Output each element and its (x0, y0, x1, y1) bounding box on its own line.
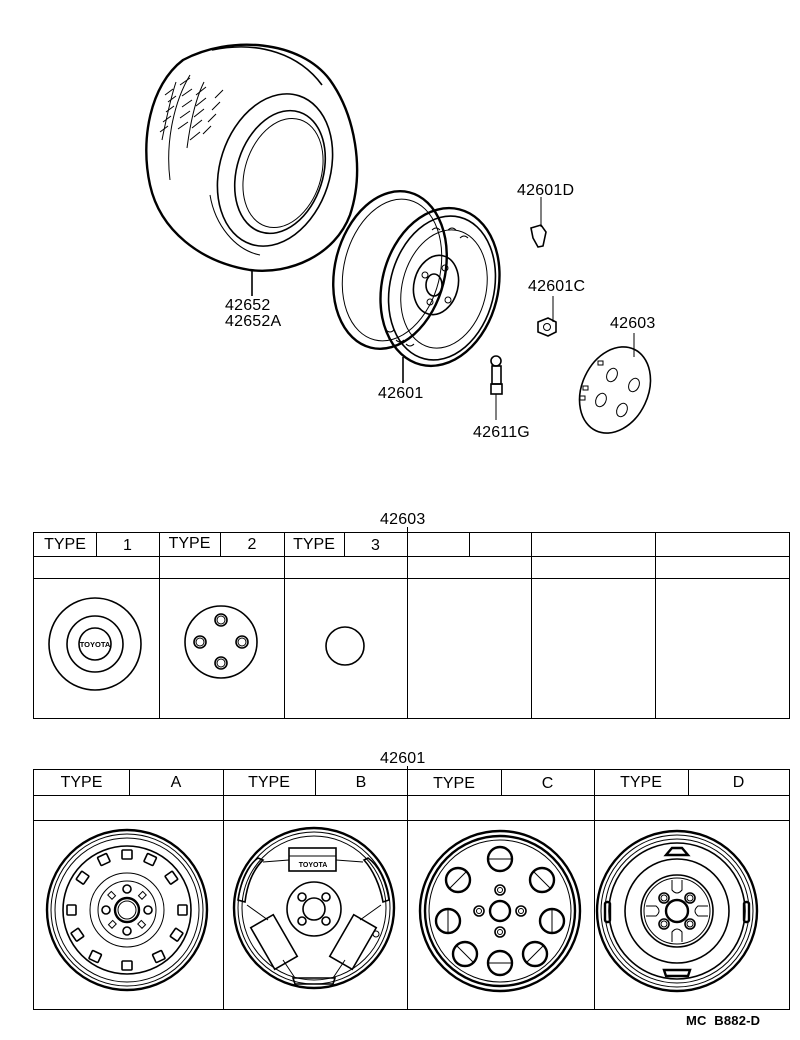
wheel-type-b-value: B (355, 774, 367, 791)
wheel-type-a-value: A (170, 774, 182, 791)
cap-col-divider-4 (531, 533, 532, 718)
wheel-type-c-label: TYPE (433, 775, 475, 792)
wheel-type-b-label: TYPE (248, 774, 290, 791)
cap-type-3-image (325, 626, 365, 666)
cap-hdr-split-1 (96, 533, 97, 556)
cap-hdr-split-4 (469, 533, 470, 556)
exploded-diagram: 42652 42652A 42601 42601D 42601C 42603 4… (0, 0, 800, 470)
cap-type-1-value: 1 (123, 537, 132, 554)
tire-illustration (145, 43, 652, 434)
cap-type-3-label: TYPE (293, 536, 335, 553)
wheel-type-c-image (418, 829, 582, 993)
cap-type-2-image (184, 605, 258, 679)
cap-type-2-value: 2 (247, 536, 257, 553)
callout-valve-stem: 42611G (473, 424, 530, 441)
wheel-table: TYPE A TYPE B TYPE C TYPE D (33, 769, 790, 1010)
wheel-table-rule-2 (34, 820, 789, 821)
cap-table-part-no: 42603 (380, 511, 426, 528)
cap-table-leader (407, 527, 408, 533)
wheel-col-divider-3 (594, 770, 595, 1009)
wheel-hdr-split-3 (501, 770, 502, 795)
callout-tire-alt: 42652A (225, 313, 282, 330)
svg-text:TOYOTA: TOYOTA (299, 862, 328, 869)
cap-type-1-image: TOYOTA (48, 597, 142, 691)
wheel-hdr-split-1 (129, 770, 130, 795)
cap-type-3-value: 3 (371, 537, 380, 554)
wheel-type-b-image: TOYOTA (232, 826, 396, 990)
wheel-col-divider-2 (407, 770, 408, 1009)
wheel-table-part-no: 42601 (380, 750, 426, 767)
cap-table-rule-2 (34, 578, 789, 579)
cap-col-divider-2 (284, 533, 285, 718)
cap-type-1-label: TYPE (44, 536, 86, 553)
cap-table: TYPE 1 TYPE 2 TYPE 3 TOYOTA (33, 532, 790, 719)
cap-hdr-split-2 (220, 533, 221, 556)
wheel-hdr-split-4 (688, 770, 689, 795)
wheel-type-d-image (595, 829, 759, 993)
callout-balance-weight: 42601D (517, 182, 575, 199)
wheel-type-d-label: TYPE (620, 774, 662, 791)
diagram-footer-code: MC B882-D (686, 1013, 761, 1028)
cap-hdr-split-3 (344, 533, 345, 556)
cap-table-rule-1 (34, 556, 789, 557)
callout-hub-nut: 42601C (528, 278, 586, 295)
wheel-table-rule-1 (34, 795, 789, 796)
wheel-type-d-value: D (732, 774, 745, 791)
callout-tire: 42652 (225, 297, 271, 314)
wheel-col-divider-1 (223, 770, 224, 1009)
callout-center-cap: 42603 (610, 315, 656, 332)
cap-col-divider-3 (407, 533, 408, 718)
svg-text:TOYOTA: TOYOTA (80, 640, 111, 649)
wheel-type-c-value: C (541, 775, 554, 792)
wheel-hdr-split-2 (315, 770, 316, 795)
wheel-type-a-label: TYPE (60, 774, 103, 791)
cap-col-divider-1 (159, 533, 160, 718)
callout-disc-wheel: 42601 (378, 385, 424, 402)
cap-col-divider-5 (655, 533, 656, 718)
cap-type-2-label: TYPE (168, 535, 211, 552)
wheel-type-a-image (45, 828, 209, 992)
wheel-table-leader (407, 766, 408, 770)
